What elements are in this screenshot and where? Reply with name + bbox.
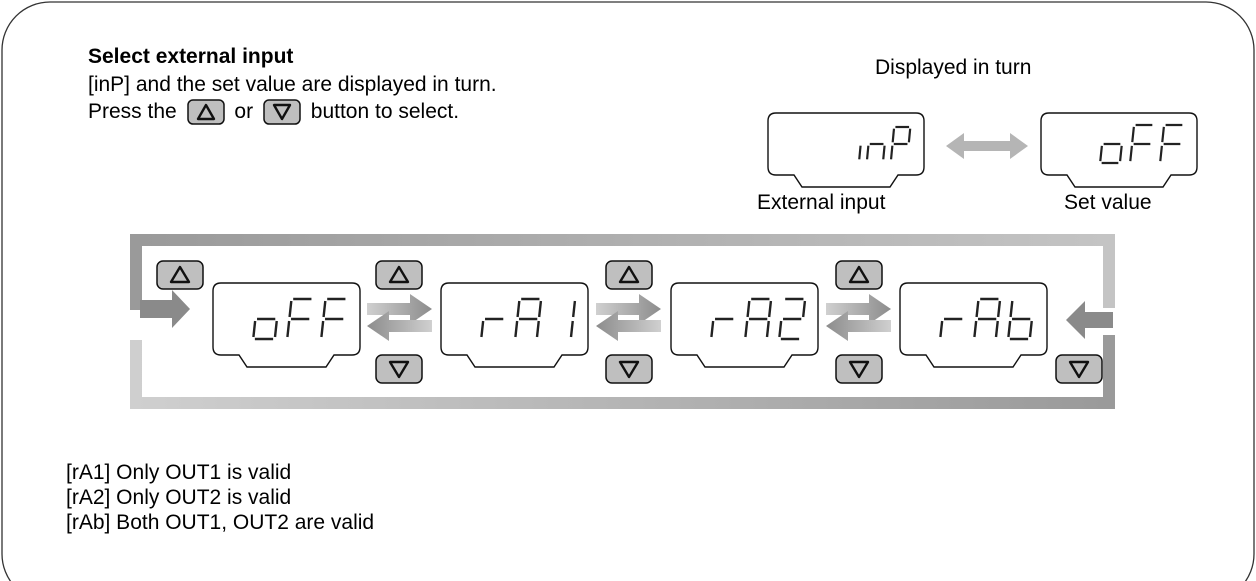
up-triangle-icon bbox=[618, 265, 640, 284]
set-value-label: Set value bbox=[1064, 191, 1152, 214]
up-button-icon bbox=[186, 99, 225, 126]
display-external-input bbox=[767, 112, 925, 188]
loop-entry-arrow bbox=[140, 290, 190, 328]
display-off-frame bbox=[212, 282, 361, 368]
external-input-label: External input bbox=[757, 191, 886, 214]
segment-e bbox=[1129, 145, 1133, 162]
press-text: Press the bbox=[88, 100, 177, 123]
note-ra2: [rA2] Only OUT2 is valid bbox=[66, 486, 292, 509]
note-ra1: [rA1] Only OUT1 is valid bbox=[66, 461, 292, 484]
segment-e bbox=[480, 320, 485, 338]
loop-top-path bbox=[130, 234, 1115, 310]
display-set-value-frame bbox=[1040, 112, 1198, 188]
segment-e bbox=[1159, 145, 1163, 162]
display-off bbox=[212, 282, 361, 368]
segment-e bbox=[252, 320, 257, 338]
segment-b bbox=[801, 300, 807, 318]
down-button-icon bbox=[263, 99, 301, 126]
segment-f bbox=[975, 300, 980, 318]
display-rab-frame bbox=[899, 282, 1048, 368]
segment-e bbox=[865, 145, 870, 160]
segment-c bbox=[994, 320, 999, 338]
up-button-1 bbox=[375, 260, 423, 290]
segment-b bbox=[767, 300, 773, 318]
display-external-input-frame bbox=[767, 112, 925, 188]
up-button-3 bbox=[835, 260, 883, 290]
segment-f bbox=[516, 300, 521, 318]
instruction-line-2: Press the or button to select. bbox=[88, 99, 460, 126]
down-triangle-icon bbox=[1068, 360, 1090, 379]
displayed-in-turn-label: Displayed in turn bbox=[875, 56, 1032, 79]
segment-b bbox=[907, 128, 912, 143]
segment-b bbox=[996, 300, 1002, 318]
up-triangle-icon bbox=[848, 265, 870, 284]
segment-c bbox=[858, 145, 862, 160]
note-rab: [rAb] Both OUT1, OUT2 are valid bbox=[66, 511, 375, 534]
segment-f bbox=[1131, 126, 1135, 143]
down-triangle-icon bbox=[618, 360, 640, 379]
segment-c bbox=[882, 145, 886, 160]
segment-c bbox=[1119, 145, 1123, 162]
section-heading: Select external input bbox=[88, 45, 294, 68]
segment-e bbox=[514, 320, 519, 338]
button-to-select-text: button to select. bbox=[310, 100, 460, 123]
segment-e bbox=[320, 320, 325, 338]
display-set-value bbox=[1040, 112, 1198, 188]
segment-e bbox=[1007, 320, 1012, 338]
segment-f bbox=[746, 300, 751, 318]
up-button-2 bbox=[605, 260, 653, 290]
loop-return-arrow bbox=[1066, 301, 1113, 339]
display-ra2-frame bbox=[670, 282, 819, 368]
segment-e bbox=[939, 320, 944, 338]
up-button-left bbox=[156, 260, 204, 290]
segment-e bbox=[286, 320, 291, 338]
segment-e bbox=[973, 320, 978, 338]
segment-c bbox=[1028, 320, 1033, 338]
down-button-2 bbox=[605, 354, 653, 384]
segment-f bbox=[891, 128, 896, 143]
instruction-line-1: [inP] and the set value are displayed in… bbox=[88, 73, 497, 96]
segment-f bbox=[288, 300, 293, 318]
arrow-left-2 bbox=[596, 311, 661, 341]
segment-e bbox=[710, 320, 715, 338]
alternation-double-arrow bbox=[946, 133, 1028, 159]
transition-arrows bbox=[367, 294, 891, 341]
segment-e bbox=[744, 320, 749, 338]
segment-c bbox=[765, 320, 770, 338]
display-rab bbox=[899, 282, 1048, 368]
loop-bottom-path bbox=[130, 335, 1115, 409]
segment-c bbox=[273, 320, 278, 338]
segment-e bbox=[889, 145, 894, 160]
down-triangle-icon bbox=[388, 360, 410, 379]
down-triangle-icon bbox=[848, 360, 870, 379]
or-text: or bbox=[234, 100, 254, 123]
segment-c bbox=[569, 320, 574, 338]
segment-e bbox=[1099, 145, 1103, 162]
arrow-left-1 bbox=[367, 311, 432, 341]
up-triangle-icon bbox=[169, 265, 191, 284]
down-button-1 bbox=[375, 354, 423, 384]
arrow-left-3 bbox=[826, 311, 891, 341]
segment-f bbox=[1009, 300, 1014, 318]
up-triangle-icon bbox=[388, 265, 410, 284]
display-ra1 bbox=[440, 282, 589, 368]
segment-b bbox=[537, 300, 543, 318]
down-button-right bbox=[1055, 354, 1103, 384]
segment-e bbox=[778, 320, 783, 338]
down-button-3 bbox=[835, 354, 883, 384]
segment-c bbox=[535, 320, 540, 338]
segment-f bbox=[322, 300, 327, 318]
segment-b bbox=[571, 300, 577, 318]
display-ra2 bbox=[670, 282, 819, 368]
display-ra1-frame bbox=[440, 282, 589, 368]
arrow-right-2 bbox=[596, 294, 661, 324]
arrow-right-1 bbox=[367, 294, 432, 324]
segment-f bbox=[1161, 126, 1165, 143]
arrow-right-3 bbox=[826, 294, 891, 324]
